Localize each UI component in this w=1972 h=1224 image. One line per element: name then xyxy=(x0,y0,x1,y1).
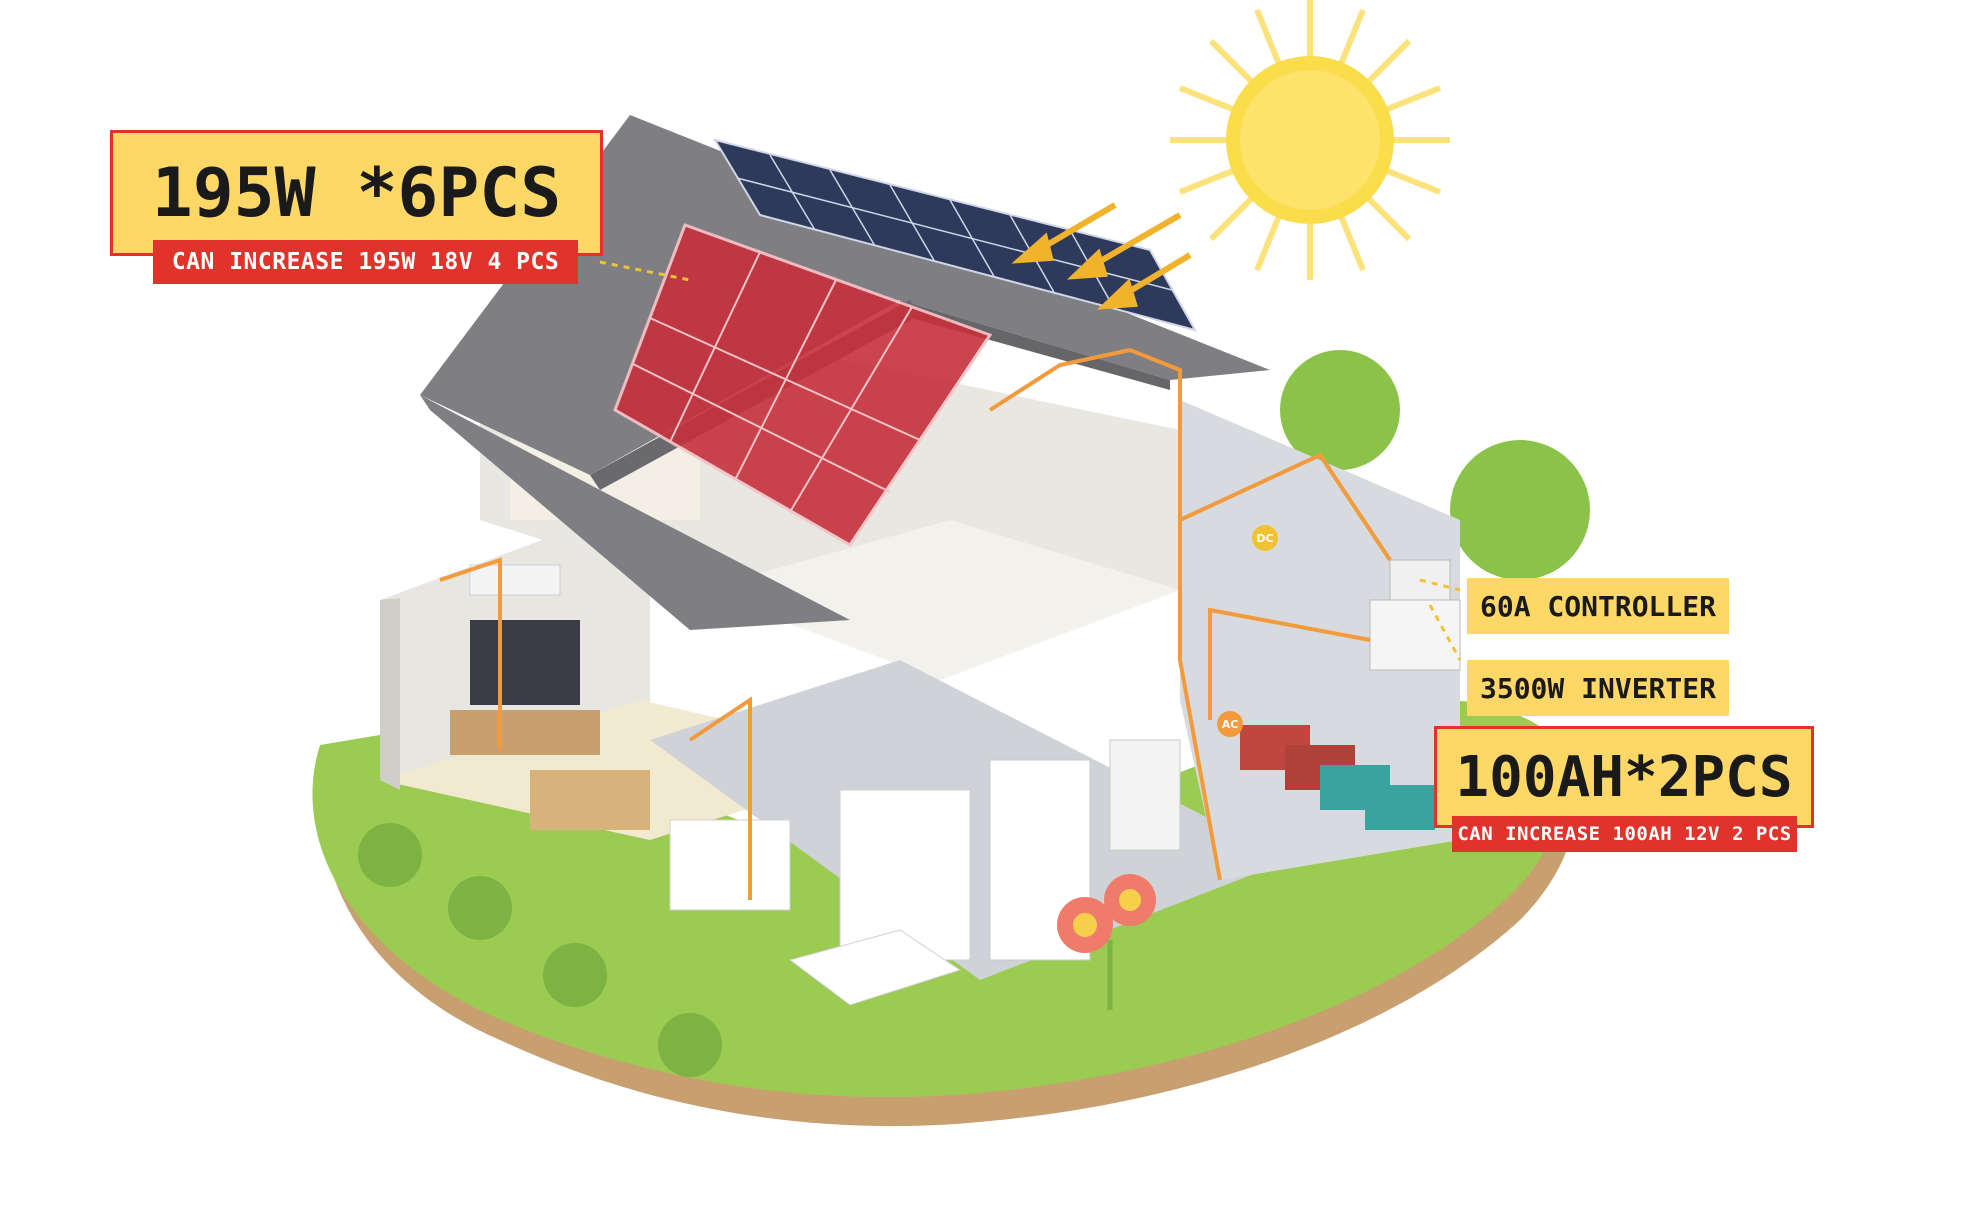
panels-sub-label: CAN INCREASE 195W 18V 4 PCS xyxy=(153,240,578,284)
inverter-label-text: 3500W INVERTER xyxy=(1479,671,1716,705)
sunbeam-arrows xyxy=(1011,202,1192,310)
dc-badge: DC xyxy=(1252,525,1278,551)
battery-sub-label: CAN INCREASE 100AH 12V 2 PCS xyxy=(1452,816,1797,852)
tv-icon xyxy=(470,620,580,705)
battery-label: 100AH*2PCS xyxy=(1434,726,1814,828)
air-conditioner-icon xyxy=(469,564,561,596)
controller-label-text: 60A CONTROLLER xyxy=(1479,589,1716,623)
flower-icon xyxy=(1057,874,1156,1010)
battery-sub-label-text: CAN INCREASE 100AH 12V 2 PCS xyxy=(1457,823,1792,845)
solar-panel-icon xyxy=(712,138,1198,332)
panels-label: 195W *6PCS xyxy=(110,130,603,256)
bush-icon xyxy=(358,350,1590,1077)
ac-badge: AC xyxy=(1217,711,1243,737)
panels-sub-label-text: CAN INCREASE 195W 18V 4 PCS xyxy=(171,249,560,275)
inverter-label: 3500W INVERTER xyxy=(1467,660,1729,716)
battery-label-text: 100AH*2PCS xyxy=(1455,744,1793,810)
controller-icon xyxy=(1389,559,1451,606)
controller-label: 60A CONTROLLER xyxy=(1467,578,1729,634)
panels-label-text: 195W *6PCS xyxy=(151,153,562,233)
wiring xyxy=(439,348,1392,900)
inverter-icon xyxy=(1369,599,1461,671)
svg-text:AC: AC xyxy=(1222,718,1239,731)
washing-machine-icon xyxy=(1109,739,1181,851)
svg-text:DC: DC xyxy=(1256,532,1273,545)
battery-icon xyxy=(1240,725,1435,830)
sun-icon xyxy=(1170,0,1450,280)
utility-room xyxy=(1180,400,1461,880)
highlighted-panel-array xyxy=(613,223,993,547)
label-leader-lines xyxy=(599,260,1462,661)
